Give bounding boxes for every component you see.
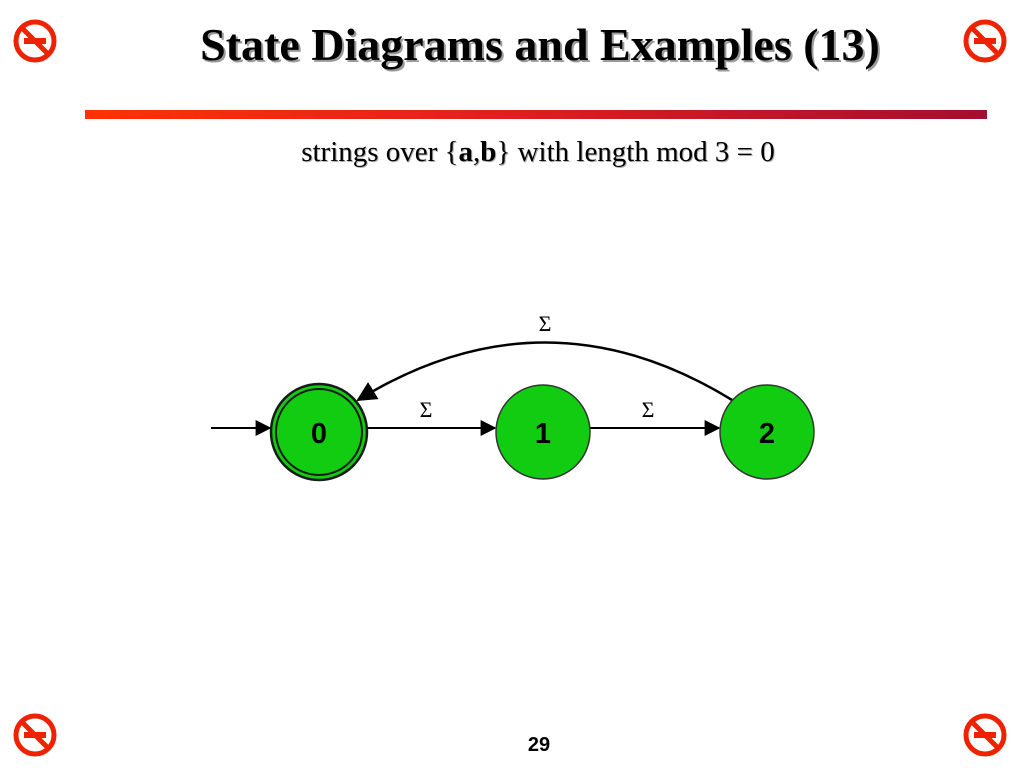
edge-2-0 (356, 341, 733, 402)
symbol-a: a (458, 136, 474, 168)
no-smoking-icon (13, 713, 57, 757)
state-1 (495, 384, 591, 480)
slide-subtitle: strings over {a,b} with length mod 3 = 0 (0, 136, 1024, 169)
state-label-2: 2 (759, 418, 775, 450)
no-smoking-icon (963, 19, 1007, 63)
subtitle-prefix: strings over { (301, 136, 459, 168)
edge-label-0-1: Σ (420, 397, 433, 422)
state-0-inner (275, 388, 363, 476)
page-number: 29 (527, 734, 551, 756)
slide-title: State Diagrams and Examples (13) (200, 19, 880, 70)
edge-label-1-2: Σ (642, 397, 655, 422)
state-label-0: 0 (311, 418, 327, 450)
subtitle-suffix: } with length mod 3 = 0 (496, 136, 775, 168)
subtitle-comma: , (473, 136, 481, 168)
edge-label-2-0: Σ (539, 311, 552, 336)
no-smoking-icon (13, 19, 57, 63)
state-label-1: 1 (535, 418, 551, 450)
symbol-b: b (480, 136, 497, 168)
title-divider (85, 110, 987, 119)
state-2 (719, 384, 815, 480)
no-smoking-icon (963, 713, 1007, 757)
